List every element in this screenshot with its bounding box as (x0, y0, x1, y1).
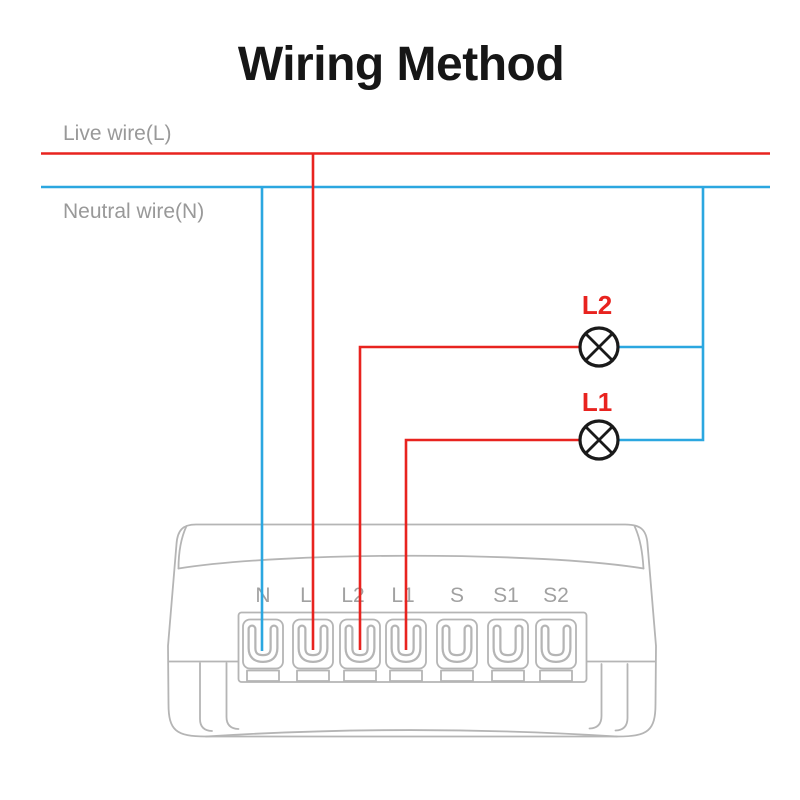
terminal-label-s1: S1 (493, 584, 519, 607)
socket-clamp-inner (443, 626, 471, 661)
socket-tab (440, 669, 474, 682)
lamp-l2: L2 (578, 290, 620, 368)
socket-tab (343, 669, 377, 682)
device-left-clip-lines (199, 662, 240, 732)
device-body-outline (167, 523, 657, 738)
socket-tab (491, 669, 525, 682)
lamp-l1-label: L1 (582, 387, 612, 417)
socket-clamp-inner (542, 626, 570, 661)
terminal-socket-l1 (385, 618, 427, 682)
socket-tab (539, 669, 573, 682)
device-left-rim (177, 525, 188, 570)
terminal-socket-l (292, 618, 334, 682)
socket-tab (246, 669, 280, 682)
neutral-wire-label: Neutral wire(N) (63, 200, 204, 223)
device-right-rim (633, 525, 645, 570)
socket-outline (487, 618, 529, 670)
terminal-label-s: S (450, 584, 464, 607)
smart-switch-device: N L L2 L1 S S1 S2 (167, 523, 657, 738)
socket-outline (436, 618, 478, 670)
socket-clamp-inner (392, 626, 420, 661)
socket-clamp-inner (249, 626, 277, 661)
lamp-l1: L1 (578, 387, 620, 461)
lamp-l2-cross-icon (584, 332, 614, 362)
live-run-terminal-l1-to-lamp (404, 438, 580, 650)
socket-tab (296, 669, 330, 682)
device-right-clip-lines (588, 663, 629, 732)
live-wire-label: Live wire(L) (63, 122, 172, 145)
device-bottom-edge (205, 729, 618, 738)
terminal-socket-s (436, 618, 478, 682)
terminal-label-l: L (300, 584, 312, 607)
socket-clamp-inner (299, 626, 327, 661)
wires (41, 152, 770, 651)
page-title: Wiring Method (238, 38, 564, 91)
terminal-socket-s1 (487, 618, 529, 682)
terminal-label-l1: L1 (391, 584, 414, 607)
terminal-socket-n (242, 618, 284, 682)
terminal-label-s2: S2 (543, 584, 569, 607)
live-run-terminal-l2-to-lamp (358, 345, 580, 650)
socket-outline (535, 618, 577, 670)
socket-clamp-inner (346, 626, 374, 661)
socket-clamp-inner (494, 626, 522, 661)
device-top-face-edge (177, 554, 645, 570)
neutral-riser-to-lamps (618, 187, 705, 442)
socket-tab (389, 669, 423, 682)
lamp-l2-label: L2 (582, 290, 612, 320)
terminal-socket-s2 (535, 618, 577, 682)
lamp-l1-cross-icon (584, 425, 614, 455)
